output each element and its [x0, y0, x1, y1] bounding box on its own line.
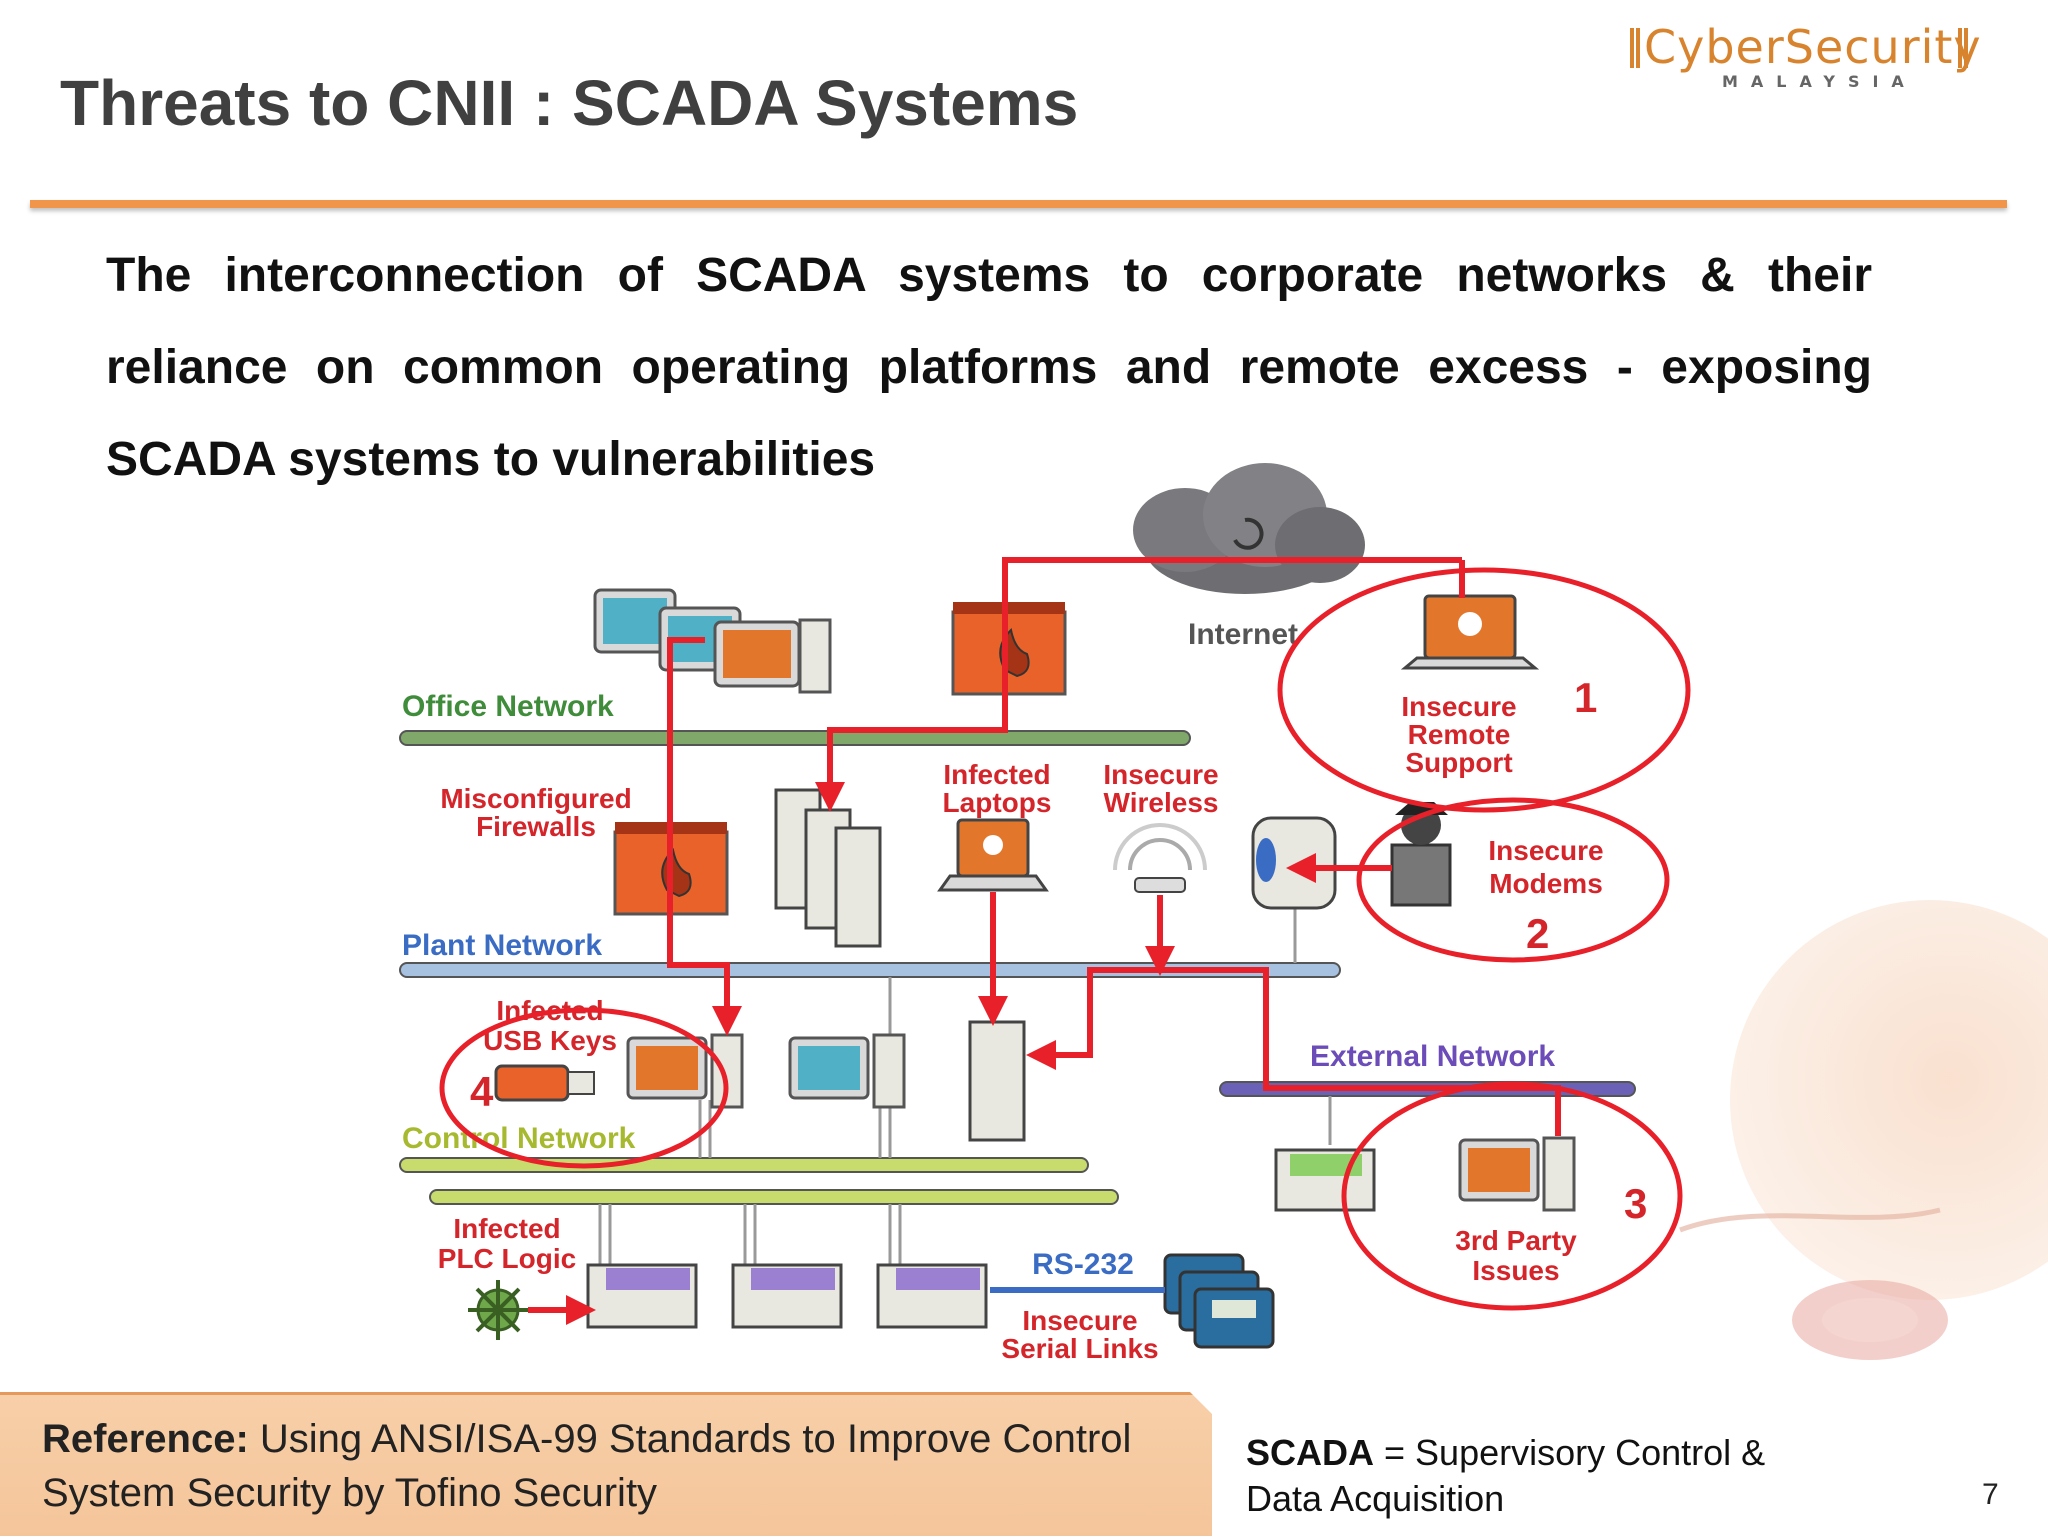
office-network-bus [399, 730, 1191, 746]
callout-ellipse-4 [439, 1007, 729, 1169]
callout-ellipse-2 [1356, 797, 1670, 963]
callout-ellipse-3 [1341, 1081, 1683, 1311]
cybersecurity-malaysia-logo: CyberSecurity MALAYSIA [1630, 20, 1982, 91]
logo-bar-left-2 [1636, 28, 1640, 68]
callout-number-1: 1 [1574, 674, 1597, 721]
rs232-label: RS-232 [1032, 1248, 1134, 1281]
control-network-bus-1 [399, 1157, 1089, 1173]
insecure-wireless-label: Insecure [1103, 759, 1218, 790]
title-divider [30, 200, 2007, 208]
insecure-serial-links-label-2: Serial Links [1001, 1333, 1158, 1364]
insecure-remote-support-label-3: Support [1405, 747, 1512, 778]
internet-cloud-icon [1133, 463, 1365, 594]
logo-bar-left [1630, 28, 1634, 68]
serial-devices-icon [1163, 1253, 1275, 1349]
misconfigured-firewalls-label: Misconfigured [440, 783, 631, 814]
insecure-serial-links-label: Insecure [1022, 1305, 1137, 1336]
office-firewall-icon [951, 602, 1067, 696]
infected-laptops-label-2: Laptops [943, 787, 1052, 818]
plc-icon-1 [586, 1263, 698, 1329]
remote-support-laptop-icon [1400, 594, 1540, 670]
office-network-label: Office Network [402, 690, 614, 723]
virus-icon [468, 1280, 528, 1340]
third-party-issues-label-2: Issues [1472, 1255, 1559, 1286]
infected-usb-keys-label-2: USB Keys [483, 1025, 617, 1056]
reference-text: Reference: Using ANSI/ISA-99 Standards t… [42, 1412, 1202, 1520]
logo-bar-right [1958, 28, 1962, 68]
infected-plc-logic-label-2: PLC Logic [438, 1243, 576, 1274]
infected-usb-key-icon [494, 1064, 595, 1102]
plant-servers-icon [774, 788, 882, 948]
infected-plc-logic-label: Infected [453, 1213, 560, 1244]
plc-icon-2 [731, 1263, 843, 1329]
logo-brand: CyberSecurity [1644, 20, 1982, 74]
external-network-label: External Network [1310, 1040, 1555, 1073]
insecure-wireless-label-2: Wireless [1104, 787, 1219, 818]
third-party-workstation-icon [1458, 1136, 1576, 1212]
wireless-access-point-icon [1113, 823, 1207, 893]
hacker-icon [1390, 802, 1452, 907]
insecure-remote-support-label-2: Remote [1408, 719, 1511, 750]
background-decoration [1679, 900, 2048, 1360]
plant-network-label: Plant Network [402, 929, 602, 962]
insecure-remote-support-label: Insecure [1401, 691, 1516, 722]
third-party-issues-label: 3rd Party [1455, 1225, 1577, 1256]
intro-paragraph: The interconnection of SCADA systems to … [106, 249, 1872, 486]
control-workstation-icon-1 [626, 1033, 744, 1109]
modem-icon [1251, 816, 1337, 910]
slide-title: Threats to CNII : SCADA Systems [60, 67, 1079, 139]
page-number: 7 [1982, 1478, 1999, 1511]
plant-network-bus [399, 962, 1341, 978]
internet-label: Internet [1188, 618, 1298, 651]
control-network-bus-2 [429, 1189, 1119, 1205]
infected-laptop-icon [937, 818, 1049, 892]
insecure-modems-label-2: Modems [1489, 868, 1603, 899]
plc-icon-3 [876, 1263, 988, 1329]
scada-term: SCADA [1246, 1432, 1375, 1473]
control-network-label: Control Network [402, 1122, 636, 1155]
callout-ellipse-1 [1277, 567, 1691, 813]
callout-number-4: 4 [470, 1068, 494, 1115]
reference-box [0, 1392, 1212, 1536]
callout-number-3: 3 [1624, 1180, 1647, 1227]
misconfigured-firewalls-label-2: Firewalls [476, 811, 596, 842]
external-plc-icon [1274, 1148, 1376, 1212]
reference-citation: Using ANSI/ISA-99 Standards to Improve C… [42, 1417, 1132, 1515]
scada-definition-text: = Supervisory Control & Data Acquisition [1246, 1432, 1766, 1519]
insecure-modems-label: Insecure [1488, 835, 1603, 866]
office-workstations-icon [593, 588, 832, 694]
callout-number-2: 2 [1526, 910, 1549, 957]
logo-country: MALAYSIA [1722, 72, 1917, 91]
logo-bar-right-2 [1964, 28, 1968, 68]
control-server-icon [968, 1020, 1026, 1142]
control-workstation-icon-2 [788, 1033, 906, 1109]
infected-laptops-label: Infected [943, 759, 1050, 790]
reference-label: Reference: [42, 1417, 249, 1461]
threat-paths [528, 557, 1561, 1325]
scada-definition: SCADA = Supervisory Control & Data Acqui… [1246, 1430, 1766, 1522]
